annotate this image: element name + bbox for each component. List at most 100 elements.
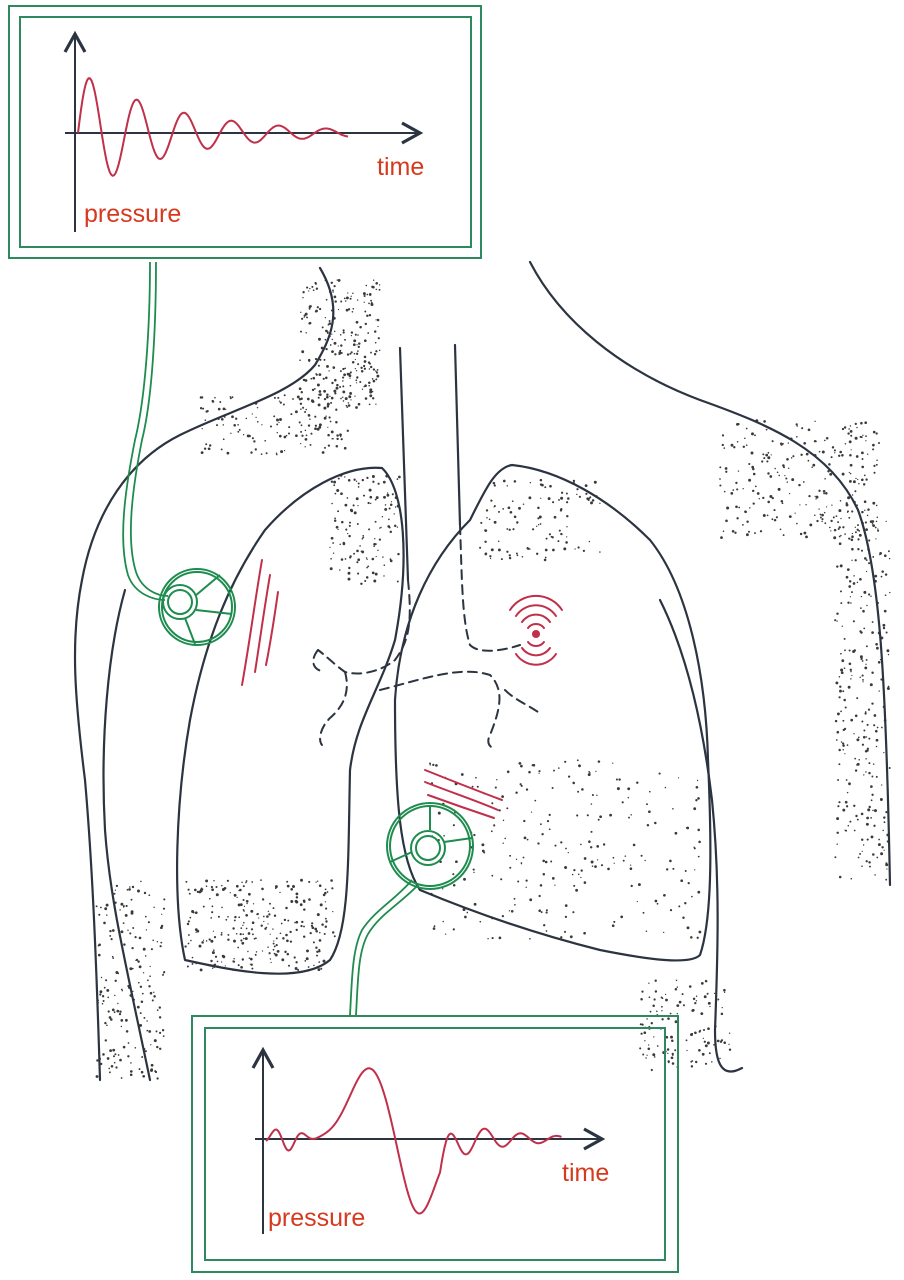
stipple-dot <box>283 394 286 397</box>
stipple-dot <box>671 1062 675 1065</box>
top-chart-x-label: time <box>377 153 424 181</box>
stipple-dot <box>819 516 822 519</box>
stipple-dot <box>211 951 215 955</box>
stipple-dot <box>237 424 239 426</box>
stipple-dot <box>333 330 336 333</box>
stipple-dot <box>214 963 217 966</box>
stipple-dot <box>384 507 388 511</box>
stipple-dot <box>293 956 296 959</box>
stipple-dot <box>239 932 242 936</box>
stipple-dot <box>331 350 334 353</box>
stipple-dot <box>373 579 377 583</box>
stipple-dot <box>329 546 331 549</box>
stipple-dot <box>346 406 349 408</box>
stipple-dot <box>320 967 323 970</box>
stipple-dot <box>851 591 853 594</box>
stipple-dot <box>630 884 633 888</box>
stipple-dot <box>721 1006 723 1009</box>
stipple-dot <box>534 799 537 802</box>
stipple-dot <box>114 889 117 891</box>
stipple-dot <box>839 500 842 502</box>
bottom-chart-frame-outer <box>191 1015 679 1273</box>
stipple-dot <box>314 427 317 431</box>
stipple-dot <box>331 437 334 440</box>
stipple-dot <box>380 526 382 529</box>
stipple-dot <box>101 1002 104 1005</box>
stipple-dot <box>235 933 238 935</box>
stipple-dot <box>336 279 339 281</box>
stipple-dot <box>803 531 807 535</box>
stipple-dot <box>491 802 494 805</box>
stipple-dot <box>127 1042 130 1044</box>
stipple-dot <box>363 355 367 359</box>
stipple-dot <box>217 407 221 411</box>
stipple-dot <box>573 868 576 872</box>
stipple-dot <box>875 432 878 435</box>
stipple-dot <box>319 931 321 934</box>
stipple-dot <box>273 914 277 917</box>
stipple-dot <box>656 902 659 905</box>
stipple-dot <box>881 846 884 849</box>
stipple-dot <box>880 575 883 578</box>
stipple-dot <box>498 936 502 940</box>
stipple-dot <box>765 453 769 457</box>
stipple-dot <box>850 718 854 722</box>
stipple-dot <box>105 979 108 982</box>
stipple-dot <box>321 923 324 926</box>
stipple-dot <box>874 574 878 578</box>
stipple-dot <box>233 958 235 960</box>
stipple-dot <box>583 881 587 884</box>
stipple-dot <box>841 472 845 476</box>
stipple-dot <box>158 1047 162 1051</box>
stipple-dot <box>837 528 840 530</box>
stipple-dot <box>675 979 678 982</box>
stipple-dot <box>781 442 784 445</box>
stipple-dot <box>356 376 359 379</box>
stipple-dot <box>352 343 356 347</box>
stipple-dot <box>616 787 620 791</box>
stipple-dot <box>460 773 464 776</box>
stipple-dot <box>100 976 103 979</box>
stipple-dot <box>341 396 344 399</box>
stipple-dot <box>682 916 685 919</box>
stipple-dot <box>577 873 580 876</box>
stipple-dot <box>274 885 278 889</box>
stipple-dot <box>513 480 517 483</box>
stipple-dot <box>329 420 332 423</box>
stipple-dot <box>348 521 352 524</box>
stipple-dot <box>126 888 129 891</box>
stipple-dot <box>698 1048 701 1052</box>
stipple-dot <box>333 389 337 393</box>
stipple-dot <box>357 363 360 366</box>
stipple-dot <box>251 967 254 970</box>
stipple-dot <box>131 885 135 889</box>
stipple-dot <box>316 913 320 917</box>
stipple-dot <box>870 835 874 839</box>
stipple-dot <box>149 991 153 995</box>
stipple-dot <box>849 472 852 475</box>
stipple-dot <box>719 466 722 469</box>
stipple-dot <box>769 495 773 498</box>
stipple-dot <box>870 817 872 819</box>
stipple-dot <box>340 344 343 347</box>
stipple-dot <box>490 548 494 552</box>
stipple-dot <box>372 379 376 383</box>
stipple-dot <box>373 545 375 548</box>
stipple-dot <box>867 453 869 455</box>
stipple-dot <box>630 814 632 816</box>
stipple-dot <box>330 879 333 882</box>
stipple-dot <box>264 927 267 930</box>
stipple-dot <box>160 941 163 944</box>
stipple-dot <box>585 492 588 495</box>
stipple-dot <box>803 441 807 445</box>
stipple-dot <box>736 423 739 426</box>
stipple-dot <box>452 824 455 827</box>
stipple-dot <box>862 735 866 739</box>
stipple-dot <box>881 726 883 729</box>
stipple-dot <box>280 450 284 454</box>
stipple-dot <box>203 447 207 450</box>
stipple-dot <box>537 524 540 526</box>
stipple-dot <box>292 398 294 400</box>
stipple-dot <box>325 347 328 351</box>
stipple-dot <box>345 404 348 407</box>
